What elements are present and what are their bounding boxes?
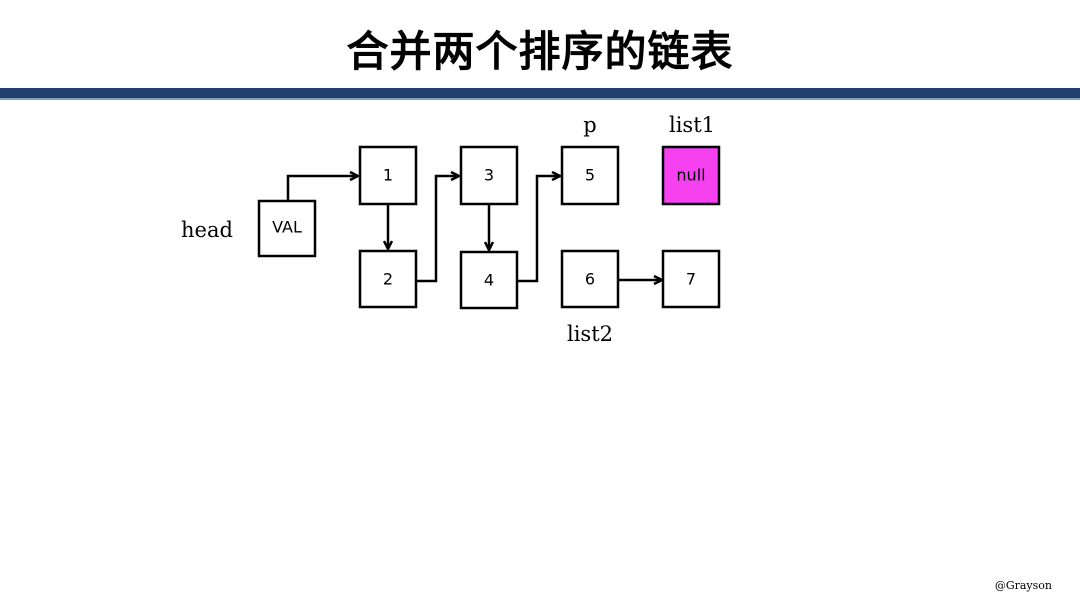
node-2-value: 2 (383, 270, 393, 289)
node-5-value: 5 (585, 166, 595, 185)
node-3: 3 (459, 145, 519, 206)
arrow-4-to-5 (517, 176, 560, 283)
node-6: 6 (560, 249, 620, 309)
node-2: 2 (358, 249, 418, 309)
node-5: 5 (560, 145, 620, 206)
node-7-value: 7 (686, 270, 696, 289)
list2-label: list2 (567, 322, 613, 346)
slide-title: 合并两个排序的链表 (346, 27, 734, 76)
node-1-value: 1 (383, 166, 393, 185)
node-3-value: 3 (484, 166, 494, 185)
list1-label: list1 (669, 113, 715, 137)
node-7: 7 (661, 249, 721, 309)
author-credit: @Grayson (994, 579, 1052, 592)
node-1: 1 (358, 145, 418, 206)
arrow-2-to-3 (417, 176, 459, 283)
node-head-value: VAL (272, 218, 302, 237)
node-4-value: 4 (484, 271, 494, 290)
node-6-value: 6 (585, 270, 595, 289)
p-label: p (583, 113, 596, 137)
node-null-value: null (676, 166, 705, 185)
head-label: head (181, 218, 233, 242)
arrow-head-to-1 (286, 176, 358, 201)
title-underline-bar (0, 88, 1080, 100)
node-head: VAL (257, 199, 317, 258)
node-null: null (661, 145, 721, 206)
node-4: 4 (459, 250, 519, 310)
